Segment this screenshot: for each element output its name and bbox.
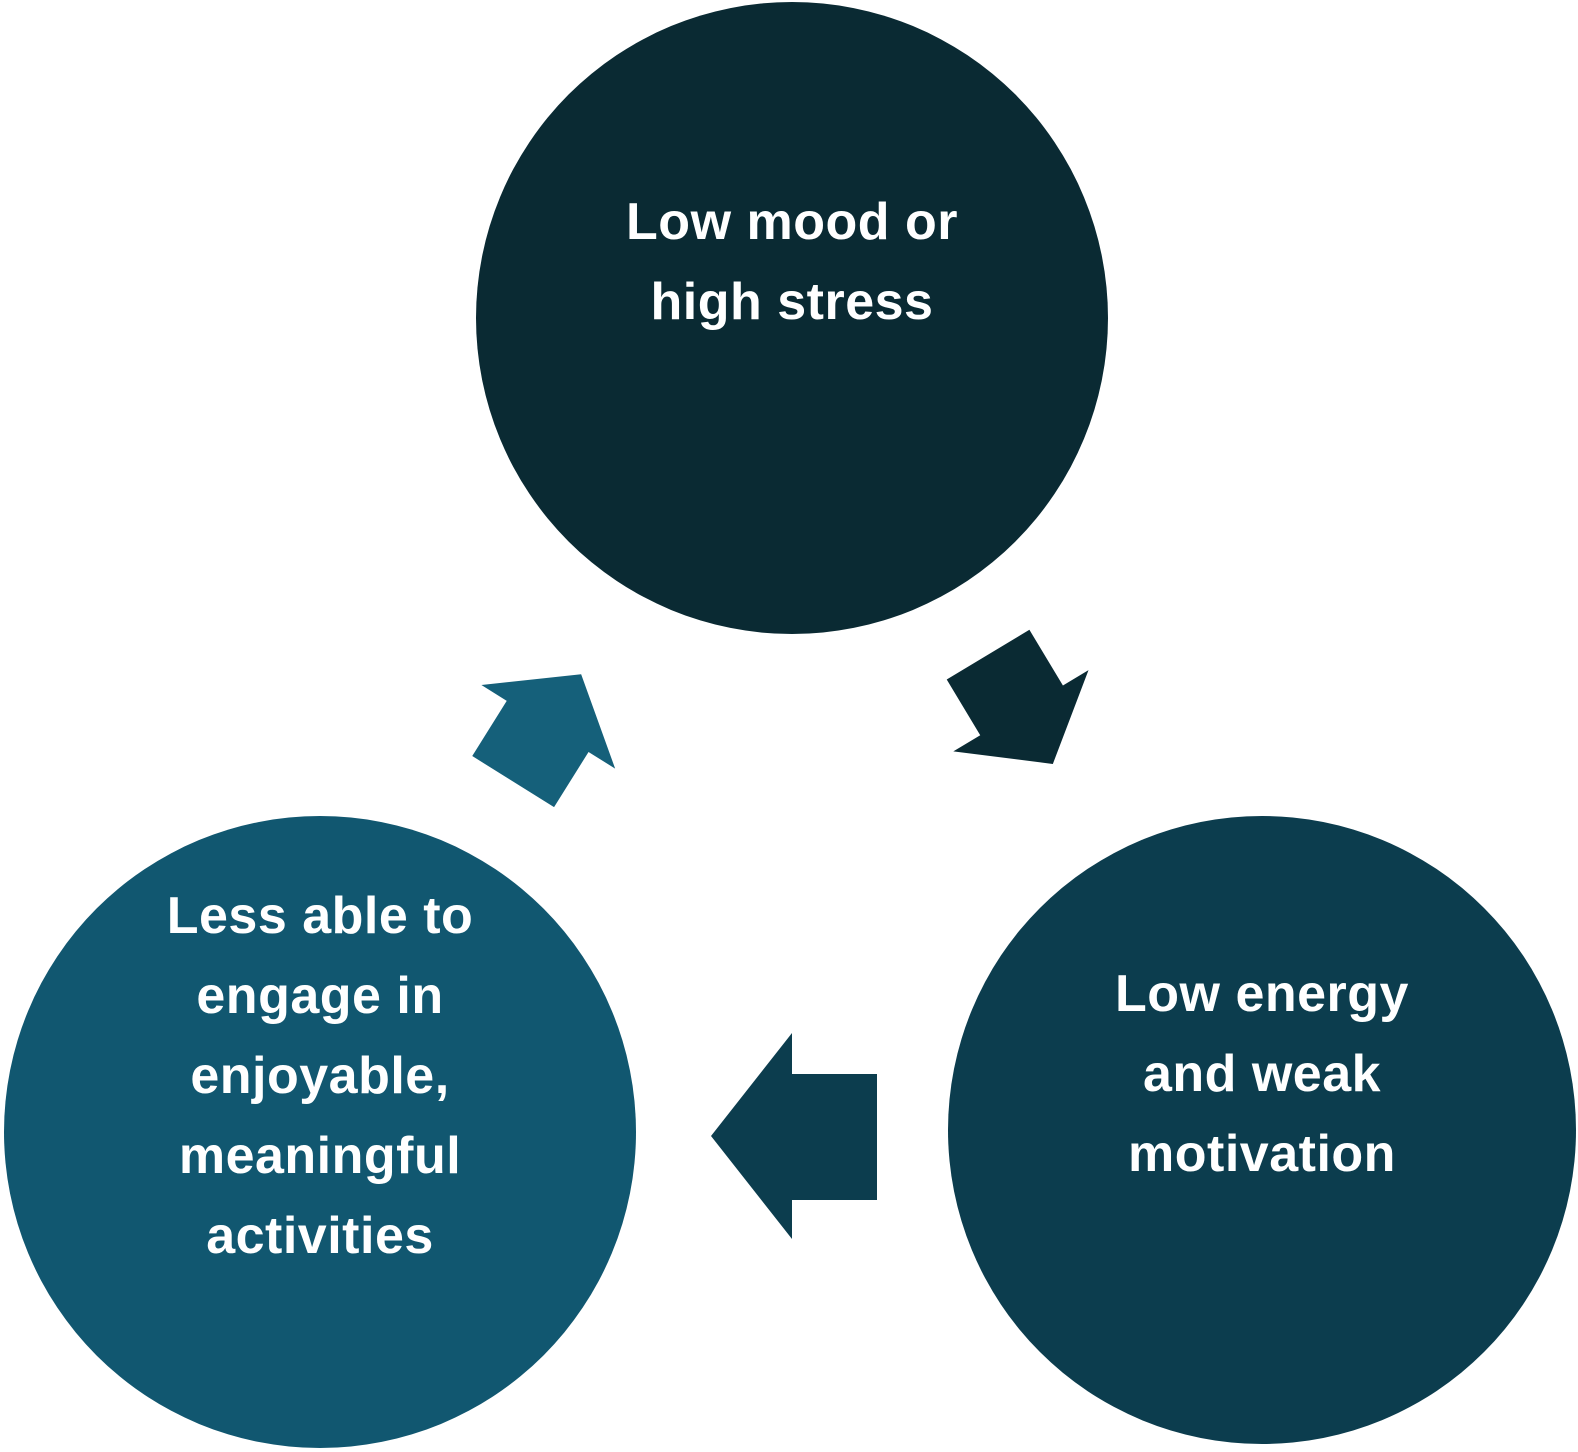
block-arrow-shape <box>946 629 1089 764</box>
node-less-engagement-circle: Less able to engage in enjoyable, meanin… <box>4 816 636 1448</box>
label-line: Low energy <box>1115 965 1409 1023</box>
node-low-energy-circle: Low energy and weak motivation <box>948 816 1576 1444</box>
node-less-engagement-label: Less able to engage in enjoyable, meanin… <box>167 876 474 1276</box>
label-line: activities <box>206 1207 434 1265</box>
arrow-up-right-icon <box>472 674 616 808</box>
arrow-left-icon <box>711 1033 877 1239</box>
arrow-down-right-icon <box>946 629 1089 764</box>
block-arrow-shape <box>472 674 616 808</box>
label-line: engage in <box>196 967 444 1025</box>
label-line: Less able to <box>166 887 474 945</box>
label-line: motivation <box>1128 1125 1396 1183</box>
label-line: enjoyable, <box>190 1047 450 1105</box>
node-low-mood-circle: Low mood or high stress <box>476 2 1108 634</box>
node-low-energy-label: Low energy and weak motivation <box>1115 954 1409 1194</box>
block-arrow-shape <box>711 1033 877 1239</box>
label-line: and weak <box>1142 1045 1382 1103</box>
label-line: meaningful <box>178 1127 462 1185</box>
node-low-mood-label: Low mood or high stress <box>626 182 958 342</box>
label-line: Low mood or <box>626 193 958 251</box>
label-line: high stress <box>650 273 934 331</box>
